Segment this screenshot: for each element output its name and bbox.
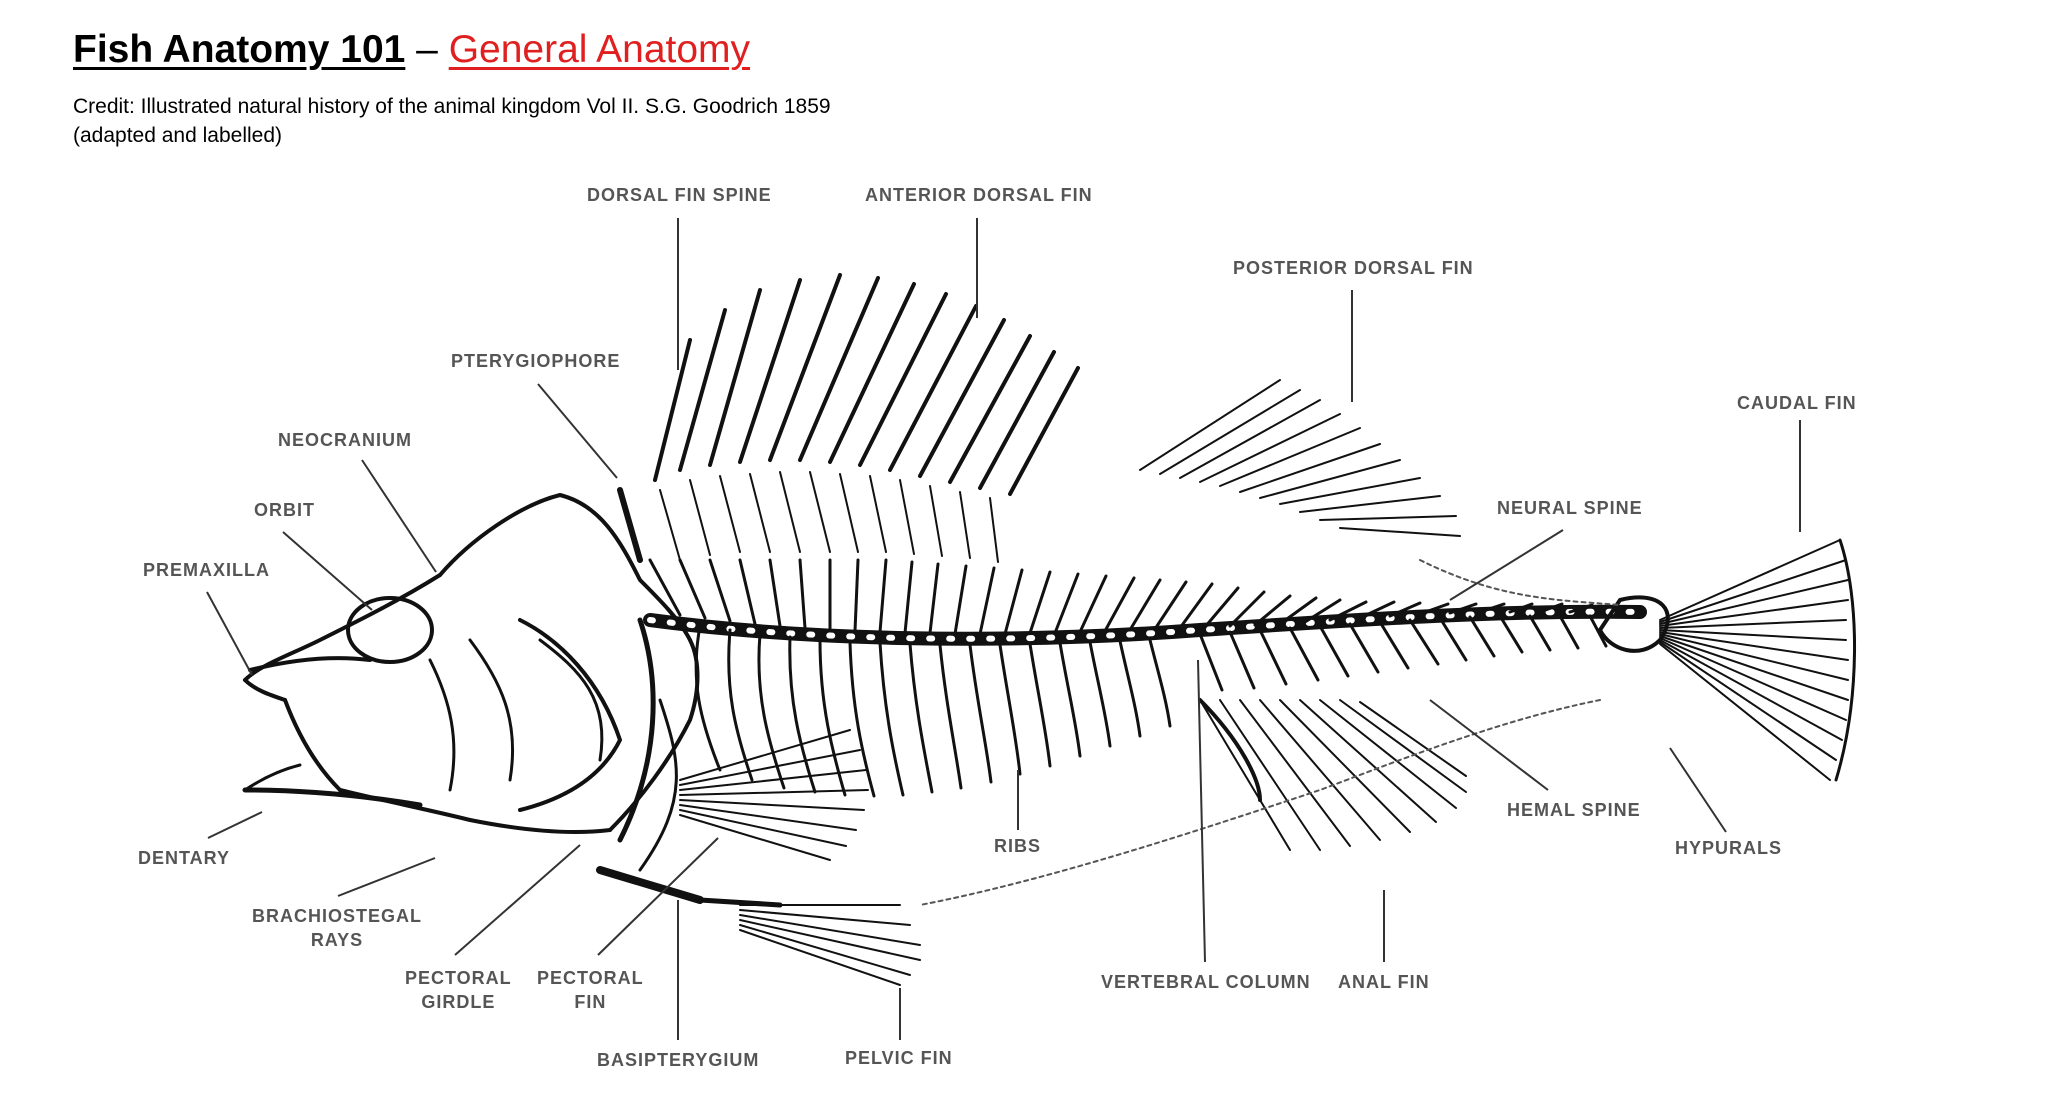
label-pectoral-girdle-line2: GIRDLE: [421, 992, 496, 1012]
leader-neocranium: [361, 459, 437, 573]
pterygiophore: [617, 487, 643, 563]
anterior-dorsal-fin: [653, 273, 1080, 496]
pectoral-fin: [679, 729, 869, 861]
posterior-dorsal-fin: [1139, 379, 1461, 537]
ribs: [694, 624, 1172, 798]
leader-orbit: [282, 531, 373, 611]
page-title: Fish Anatomy 101 – General Anatomy: [73, 28, 750, 72]
leader-hypurals: [1669, 747, 1727, 833]
label-pelvic-fin: PELVIC FIN: [845, 1048, 953, 1068]
label-dorsal-fin-spine: DORSAL FIN SPINE: [587, 185, 772, 205]
label-hypurals: HYPURALS: [1675, 838, 1783, 858]
leader-pectoral-girdle: [454, 844, 581, 956]
label-basipterygium: BASIPTERYGIUM: [597, 1050, 760, 1070]
label-pterygiophore: PTERYGIOPHORE: [451, 351, 621, 371]
leader-premaxilla: [206, 591, 253, 676]
label-brachiostegal-rays-line2: RAYS: [310, 930, 364, 950]
label-pectoral-fin: PECTORAL FIN: [537, 966, 644, 1014]
title-subtitle: General Anatomy: [448, 28, 751, 71]
label-ribs: RIBS: [994, 836, 1042, 856]
title-separator: –: [405, 28, 449, 71]
fish-skeleton: [242, 273, 1856, 986]
label-brachiostegal-rays: BRACHIOSTEGAL RAYS: [252, 904, 422, 952]
label-hemal-spine: HEMAL SPINE: [1507, 800, 1641, 820]
label-orbit: ORBIT: [254, 500, 315, 520]
pelvic-fin: [739, 904, 921, 986]
leader-pterygiophore: [537, 383, 618, 479]
label-pectoral-fin-line2: FIN: [574, 992, 607, 1012]
leader-hemal-spine: [1429, 699, 1549, 791]
caudal-fin: [1659, 538, 1856, 782]
title-main: Fish Anatomy 101: [73, 28, 406, 71]
label-brachiostegal-rays-line1: BRACHIOSTEGAL: [252, 906, 422, 926]
label-neocranium: NEOCRANIUM: [278, 430, 412, 450]
label-anterior-dorsal-fin: ANTERIOR DORSAL FIN: [865, 185, 1093, 205]
credit-line-2: (adapted and labelled): [73, 124, 282, 147]
credit-line-1: Credit: Illustrated natural history of t…: [73, 95, 831, 118]
pectoral-girdle: [617, 617, 678, 872]
body-outline-dashed: [1419, 559, 1621, 606]
leader-vertebral-column: [1197, 659, 1206, 963]
leader-dentary: [207, 811, 263, 839]
pelvic-fin-group: [596, 866, 783, 908]
hemal-spines: [1198, 614, 1608, 692]
label-caudal-fin: CAUDAL FIN: [1737, 393, 1857, 413]
credit-text: Credit: Illustrated natural history of t…: [73, 92, 831, 150]
label-posterior-dorsal-fin: POSTERIOR DORSAL FIN: [1233, 258, 1474, 278]
label-anal-fin: ANAL FIN: [1338, 972, 1430, 992]
label-premaxilla: PREMAXILLA: [143, 560, 270, 580]
anal-fin: [1198, 698, 1467, 851]
label-pectoral-girdle-line1: PECTORAL: [405, 968, 512, 988]
label-neural-spine: NEURAL SPINE: [1497, 498, 1643, 518]
leader-brachiostegal-rays: [337, 857, 436, 897]
label-dentary: DENTARY: [138, 848, 230, 868]
skull: [242, 493, 700, 834]
leader-pectoral-fin: [597, 837, 719, 956]
leader-lines: [206, 218, 1801, 1040]
label-pectoral-fin-line1: PECTORAL: [537, 968, 644, 988]
pterygiophores-row: [659, 471, 999, 563]
neural-spines: [648, 558, 1594, 636]
leader-neural-spine: [1449, 529, 1564, 601]
label-vertebral-column: VERTEBRAL COLUMN: [1101, 972, 1311, 992]
label-pectoral-girdle: PECTORAL GIRDLE: [405, 966, 512, 1014]
